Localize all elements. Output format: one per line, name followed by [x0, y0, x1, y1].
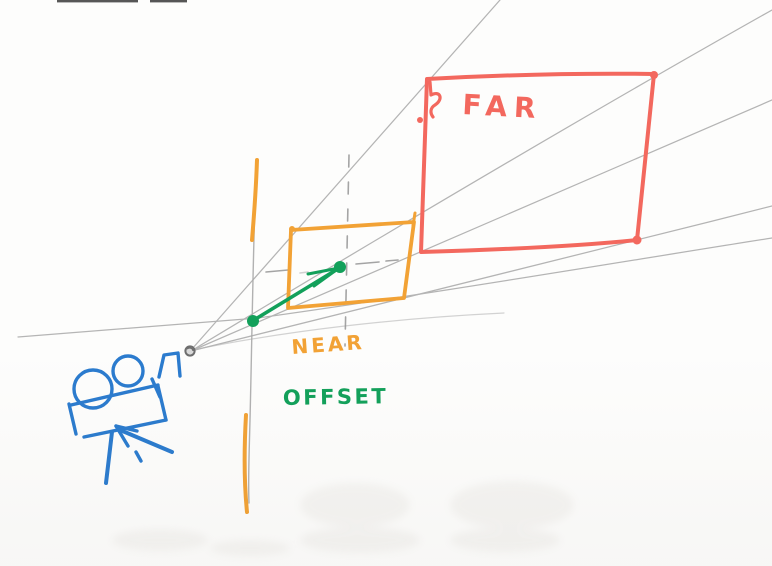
camera-reel-left — [72, 368, 114, 410]
near-center-crosshair — [265, 154, 399, 347]
offset-start-dot — [247, 315, 259, 327]
crosshair-right-dash-2 — [385, 259, 399, 262]
camera-leg-left — [104, 430, 114, 485]
eye-point-dot — [184, 345, 196, 357]
far-corner-blob-tr — [650, 71, 658, 79]
camera-arrow-barb-1 — [114, 424, 139, 433]
offset-label: OFFSET — [283, 384, 389, 410]
ray-top-left — [191, 0, 501, 350]
offset-arrow-group — [247, 261, 346, 327]
far-rectangle — [419, 71, 656, 254]
long-horizon-line — [17, 237, 772, 338]
offset-end-dot — [334, 261, 346, 273]
camera-lens — [157, 351, 182, 379]
camera-reel-right — [111, 354, 145, 388]
camera-leg-tick — [134, 450, 143, 463]
offset-arrowhead-barb-2 — [312, 266, 341, 288]
camera-body-right — [156, 384, 168, 422]
offset-arrowhead-barb-1 — [306, 266, 341, 276]
crosshair-vertical-dashes — [344, 154, 350, 347]
far-plane-group — [417, 71, 658, 254]
camera-arrow-barb-2 — [114, 424, 130, 448]
near-label: NEAR — [291, 330, 366, 359]
crosshair-right-dash-1 — [355, 261, 380, 265]
ray-far-top-right — [190, 9, 772, 352]
axis-accent-bottom — [242, 413, 249, 514]
near-corner-tick — [411, 211, 417, 228]
near-corner-blob — [289, 226, 295, 232]
near-plane-group — [242, 158, 417, 514]
far-label: FAR — [462, 88, 544, 125]
near-rectangle — [286, 220, 416, 310]
ray-right-upper — [190, 99, 772, 352]
crosshair-mid-dash — [299, 271, 309, 274]
far-squiggle-dot — [417, 117, 423, 123]
camera-body-top — [69, 383, 160, 407]
camera-icon — [67, 351, 182, 485]
axis-accent-top — [250, 158, 259, 242]
far-corner-squiggle — [428, 80, 442, 119]
paper-smudges — [112, 481, 574, 556]
camera-leg-right — [118, 428, 174, 454]
camera-body-left — [67, 402, 78, 436]
ray-right-lower — [190, 205, 772, 352]
far-corner-blob-br — [632, 235, 642, 245]
crosshair-left-dash — [265, 269, 289, 273]
top-edge-mark — [57, 0, 187, 3]
